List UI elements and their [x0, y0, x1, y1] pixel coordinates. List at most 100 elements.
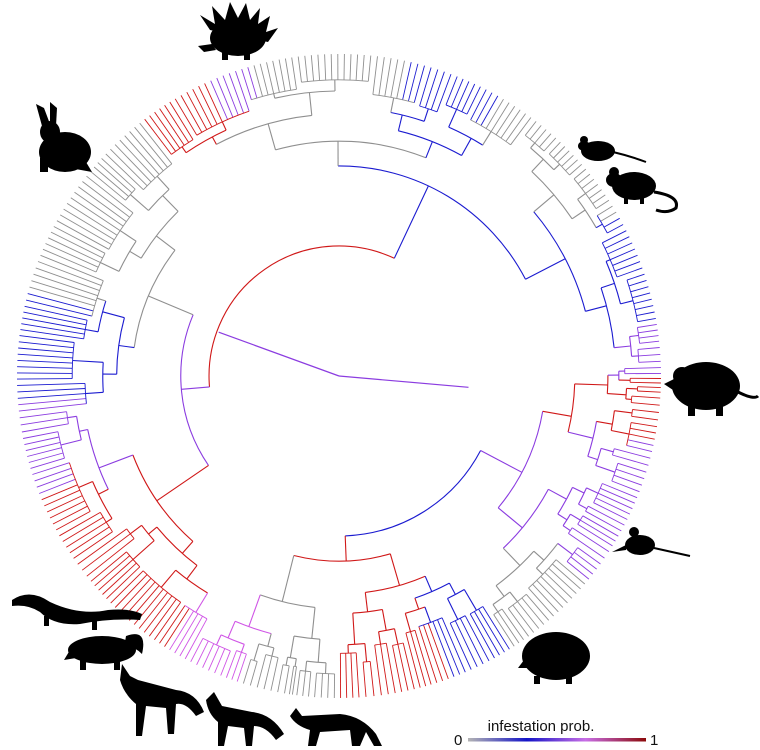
tree-branch [543, 137, 557, 152]
tree-branch [62, 516, 104, 542]
tree-branch [181, 541, 194, 554]
tree-branch [33, 273, 98, 297]
tree-arc [567, 383, 576, 433]
tree-arc [84, 383, 87, 404]
tree-branch [630, 286, 649, 293]
tree-arc [260, 594, 316, 608]
tree-branch [327, 673, 330, 698]
tree-branch [492, 604, 499, 613]
tree-branch [616, 267, 643, 278]
tree-branch [593, 502, 628, 520]
tree-branch [208, 646, 220, 671]
tree-branch [448, 109, 458, 128]
tree-branch [149, 115, 176, 152]
tree-branch [134, 126, 168, 168]
tree-branch [482, 131, 492, 146]
tree-arc [220, 634, 245, 645]
tree-branch [32, 462, 70, 475]
tree-branch [198, 86, 218, 125]
tree-arc [156, 526, 198, 566]
tree-branch [629, 334, 639, 338]
tree-branch [480, 95, 499, 126]
tree-branch [478, 608, 505, 653]
tree-branch [284, 665, 290, 694]
tree-branch [124, 135, 160, 175]
tree-branch [21, 323, 85, 335]
tree-branch [48, 237, 101, 263]
tree-branch [573, 168, 587, 180]
tree-branch [296, 670, 301, 696]
tree-branch [27, 293, 94, 312]
tree-branch [557, 150, 570, 163]
tree-branch [525, 594, 550, 621]
tree-arc [133, 249, 176, 348]
tree-branch [449, 622, 472, 670]
tree-branch [596, 420, 613, 425]
tree-arc [301, 79, 369, 83]
tree-arc [470, 119, 511, 146]
tree-branch [190, 638, 204, 663]
tree-branch [557, 542, 573, 556]
tree-branch [620, 300, 634, 305]
tree-branch [381, 609, 387, 631]
tree-branch [164, 608, 190, 647]
tree-branch [278, 59, 286, 92]
tree-branch [607, 393, 627, 396]
tree-arc [531, 171, 573, 220]
tree-branch [181, 146, 187, 154]
tree-branch [85, 391, 104, 395]
tree-branch [419, 67, 432, 107]
tree-arc [265, 654, 279, 659]
tree-branch [469, 613, 495, 659]
tree-branch [427, 623, 449, 680]
tree-arc [184, 605, 208, 620]
tree-branch [159, 605, 186, 644]
tree-branch [555, 559, 586, 585]
tree-arc [347, 643, 365, 646]
tree-branch [114, 574, 148, 608]
tree-arc [132, 454, 194, 542]
tree-branch [475, 92, 493, 123]
tree-arc [596, 215, 608, 234]
tree-branch [565, 159, 578, 171]
tree-branch [542, 410, 572, 417]
tree-branch [253, 65, 263, 97]
tree-branch [595, 223, 603, 229]
tree-branch [490, 102, 510, 132]
tree-branch [159, 108, 185, 146]
tree-branch [236, 653, 247, 682]
tree-branch [225, 650, 237, 678]
tree-branch [612, 254, 638, 266]
tree-branch [534, 129, 547, 144]
tree-branch [548, 488, 567, 500]
tree-branch [517, 601, 540, 629]
tree-branch [577, 523, 613, 547]
tree-arc [636, 327, 641, 344]
tree-branch [294, 658, 297, 667]
tree-branch [267, 633, 272, 647]
tree-branch [85, 328, 99, 333]
tree-branch [600, 447, 614, 453]
tree-branch [195, 592, 209, 613]
tree-arc [445, 104, 468, 115]
tree-branch [629, 433, 655, 440]
tree-branch [536, 580, 564, 608]
tree-branch [297, 56, 302, 83]
tree-branch [31, 280, 97, 302]
tree-branch [22, 317, 86, 330]
tree-branch [155, 235, 176, 251]
tree-branch [425, 141, 433, 159]
tree-branch [423, 624, 444, 682]
tree-arc [637, 349, 640, 363]
tree-branch [169, 101, 194, 140]
tree-branch [317, 54, 321, 81]
tree-branch [548, 141, 561, 155]
tree-branch [24, 436, 60, 446]
tree-branch [497, 611, 520, 644]
hare-icon [36, 102, 92, 172]
tree-branch [604, 236, 630, 249]
tree-branch [100, 262, 120, 272]
tree-branch [501, 608, 524, 641]
tree-branch [553, 163, 561, 171]
tree-branch [66, 521, 107, 548]
